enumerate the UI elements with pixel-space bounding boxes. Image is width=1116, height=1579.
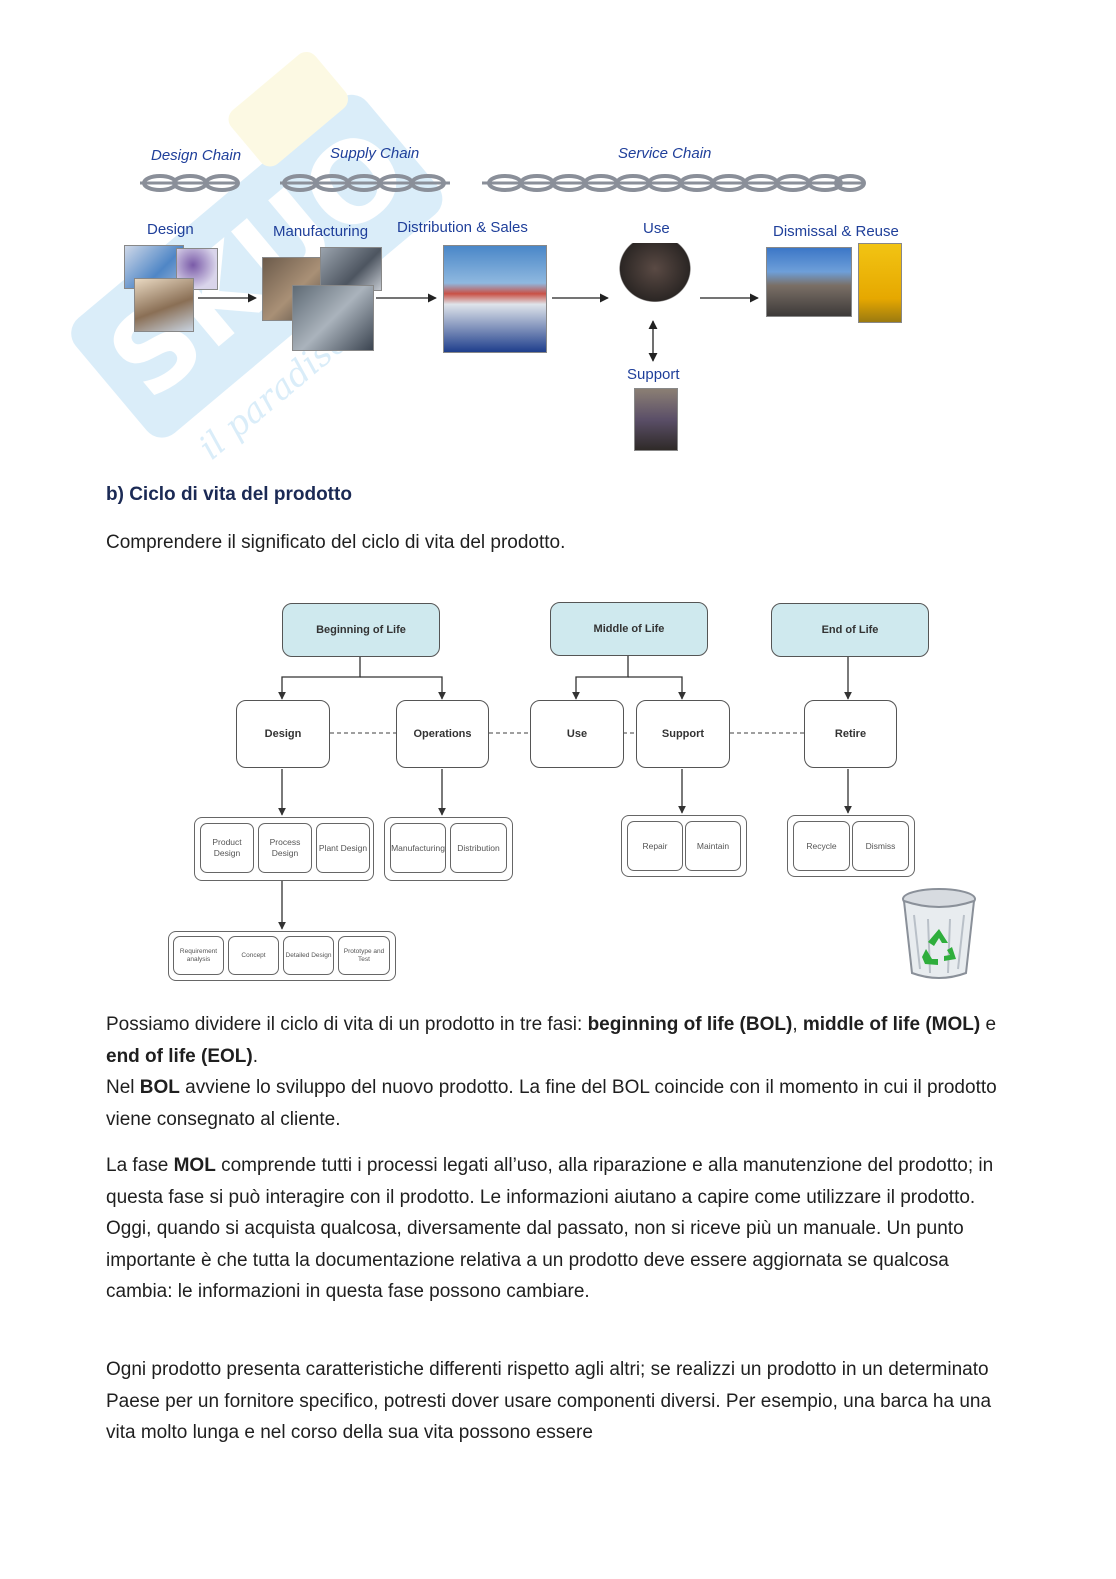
term-eol: end of life (EOL)	[106, 1045, 253, 1067]
retire-item: Dismiss	[852, 821, 909, 871]
operations-item: Distribution	[450, 823, 507, 873]
support-photo	[634, 388, 678, 451]
design-item: Plant Design	[316, 823, 370, 873]
activity-support: Support	[636, 700, 730, 768]
manufacturing-photo-2	[320, 247, 382, 291]
design-team-photo	[134, 278, 194, 332]
product-design-item: Detailed Design	[283, 936, 334, 975]
chain-label-design: Design Chain	[151, 147, 242, 164]
chain-label-supply: Supply Chain	[330, 145, 420, 162]
lifecycle-diagram: Beginning of Life Middle of Life End of …	[160, 595, 990, 995]
stage-label-design: Design	[147, 221, 194, 238]
manufacturing-photo-3	[292, 285, 374, 351]
text-run: Possiamo dividere il ciclo di vita di un…	[106, 1014, 588, 1035]
paragraph-mol: La fase MOL comprende tutti i processi l…	[106, 1150, 1006, 1308]
stage-label-distribution: Distribution & Sales	[397, 219, 528, 236]
intro-paragraph: Comprendere il significato del ciclo di …	[106, 532, 566, 553]
value-chain-arrows	[198, 293, 759, 362]
activity-use: Use	[530, 700, 624, 768]
phase-end-of-life: End of Life	[771, 603, 929, 657]
recycle-bin-icon	[902, 888, 976, 979]
dismissal-scrap-photo	[766, 247, 852, 317]
text-run: La fase	[106, 1155, 174, 1176]
operations-item: Manufacturing	[390, 823, 446, 873]
phase-middle-of-life: Middle of Life	[550, 602, 708, 656]
text-run: comprende tutti i processi legati all’us…	[106, 1155, 994, 1302]
phase-beginning-of-life: Beginning of Life	[282, 603, 440, 657]
term-bol: BOL	[139, 1077, 180, 1098]
activity-design: Design	[236, 700, 330, 768]
product-design-item: Requirement analysis	[173, 936, 224, 975]
term-mol: MOL	[173, 1155, 216, 1176]
value-chain-figure: Design Chain Supply Chain Service Chain …	[110, 135, 930, 465]
design-item: Product Design	[200, 823, 254, 873]
text-run: e	[980, 1014, 997, 1035]
product-design-item: Prototype and Test	[338, 936, 390, 975]
text-run: .	[252, 1045, 258, 1067]
design-item: Process Design	[258, 823, 312, 873]
chain-links-graphic	[140, 174, 866, 192]
support-item: Repair	[627, 821, 683, 871]
chain-label-service: Service Chain	[618, 145, 712, 162]
text-run: ,	[792, 1014, 803, 1035]
stage-label-use: Use	[643, 220, 670, 237]
support-item: Maintain	[685, 821, 741, 871]
stage-label-manufacturing: Manufacturing	[273, 223, 369, 240]
activity-retire: Retire	[804, 700, 897, 768]
text-run: avviene lo sviluppo del nuovo prodotto. …	[106, 1077, 997, 1130]
term-mol: middle of life (MOL)	[802, 1014, 981, 1035]
product-design-item: Concept	[228, 936, 279, 975]
stage-label-dismissal: Dismissal & Reuse	[773, 223, 899, 240]
term-bol: beginning of life (BOL)	[587, 1014, 793, 1035]
use-people-photo	[614, 243, 696, 307]
text-run: Nel	[106, 1077, 140, 1098]
dismissal-bin-photo	[858, 243, 902, 323]
retire-item: Recycle	[793, 821, 850, 871]
activity-operations: Operations	[396, 700, 489, 768]
distribution-photo	[443, 245, 547, 353]
lifecycle-connectors	[278, 654, 852, 930]
section-heading: b) Ciclo di vita del prodotto	[106, 484, 352, 505]
paragraph-products: Ogni prodotto presenta caratteristiche d…	[106, 1359, 992, 1443]
paragraph-phases: Possiamo dividere il ciclo di vita di un…	[106, 1009, 1006, 1135]
support-label: Support	[627, 366, 680, 383]
